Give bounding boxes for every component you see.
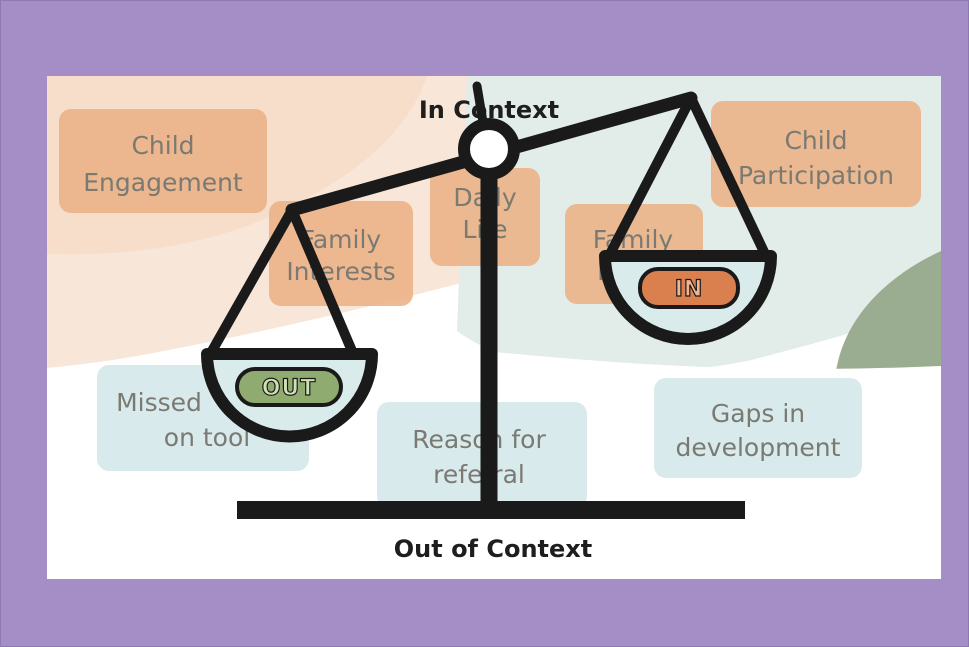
balance-scale xyxy=(207,81,770,508)
right-string-outer xyxy=(605,93,696,259)
in-badge: IN xyxy=(675,277,704,302)
right-string-inner xyxy=(686,93,770,259)
card-child-participation: Child Participation xyxy=(711,101,921,207)
out-of-context-label: Out of Context xyxy=(394,535,593,563)
card-family-interests-line1: Family xyxy=(301,225,382,254)
scale-finial xyxy=(472,81,488,127)
left-string-inner xyxy=(287,205,357,356)
card-family-priorities-line1: Family xyxy=(593,225,674,254)
card-reason-for-referral-line1: Reason for xyxy=(412,425,546,454)
card-family-interests: Family Interests xyxy=(269,201,413,306)
card-reason-for-referral-line2: referral xyxy=(433,460,525,489)
card-child-engagement-line2: Engagement xyxy=(83,168,243,197)
card-child-engagement-line1: Child xyxy=(131,131,194,160)
card-child-participation-line1: Child xyxy=(784,126,847,155)
card-gaps-in-development-line2: development xyxy=(676,433,841,462)
right-pan: IN xyxy=(599,250,777,345)
scale-base xyxy=(237,501,745,519)
card-gaps-in-development-line1: Gaps in xyxy=(711,399,805,428)
left-string-outer xyxy=(207,205,297,356)
left-pan: OUT xyxy=(201,348,378,443)
scale-pivot xyxy=(458,118,520,180)
card-missed-on-tool-line2: on tool xyxy=(164,423,250,452)
card-missed-on-tool-line1: Missed xyxy=(116,388,202,417)
card-child-participation-line2: Participation xyxy=(738,161,894,190)
card-child-engagement: Child Engagement xyxy=(59,109,267,213)
balance-scale-diagram: Child Engagement Family Interests Daily … xyxy=(47,76,941,579)
card-family-interests-line2: Interests xyxy=(286,257,395,286)
out-badge: OUT xyxy=(262,376,317,401)
diagram-panel: Child Engagement Family Interests Daily … xyxy=(47,76,941,579)
card-gaps-in-development: Gaps in development xyxy=(654,378,862,478)
